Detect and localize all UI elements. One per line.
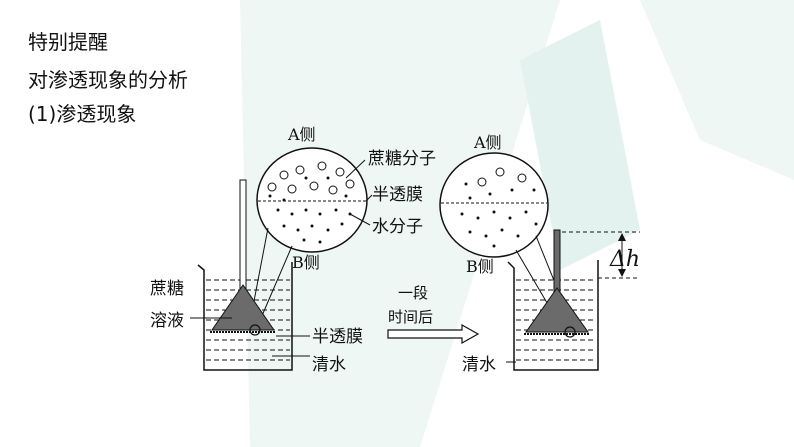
subtitle: 对渗透现象的分析 (28, 68, 188, 92)
water-molecule-label: 水分子 (372, 217, 423, 237)
arrow-icon (387, 323, 480, 345)
zoom-spot (564, 326, 576, 338)
left-water-label: 清水 (312, 355, 346, 375)
page-title: 特别提醒 (28, 30, 108, 54)
water-molecules (460, 182, 538, 248)
semipermeable-membrane-label: 半透膜 (372, 185, 423, 205)
funnel (211, 284, 275, 331)
funnel-tube-liquid (553, 229, 561, 293)
arrow-up-icon (618, 233, 626, 241)
zoom-spot (249, 324, 261, 336)
right-water-label: 清水 (462, 355, 496, 375)
right-b-side-label: B侧 (466, 257, 494, 276)
background-band (640, 0, 794, 180)
sugar-solution-label-2: 溶液 (150, 311, 184, 331)
background-band (520, 20, 640, 270)
delta-h-label: Δh (609, 247, 640, 272)
funnel-tube (239, 179, 247, 291)
left-membrane-label: 半透膜 (312, 327, 363, 347)
left-zoom-circle: A侧 B侧 蔗糖分子 半透膜 水分子 (249, 125, 436, 326)
right-a-side-label: A侧 (473, 133, 502, 152)
section-heading: (1)渗透现象 (28, 102, 137, 126)
sugar-molecules (477, 167, 527, 187)
background-band (240, 0, 560, 447)
left-beaker: 蔗糖 溶液 半透膜 清水 (150, 179, 363, 375)
zoom-line (257, 245, 293, 326)
arrow-label-line1: 一段 (398, 284, 428, 302)
time-arrow: 一段 时间后 (387, 284, 480, 345)
sugar-molecule-label: 蔗糖分子 (368, 149, 436, 169)
arrow-label-line2: 时间后 (388, 308, 433, 326)
callout-line (349, 213, 371, 226)
left-b-side-label: B侧 (292, 253, 320, 272)
water-molecules (268, 176, 352, 244)
funnel (525, 287, 589, 333)
sugar-solution-label-1: 蔗糖 (150, 279, 184, 299)
right-beaker: 清水 Δh (462, 229, 640, 375)
sugar-molecules (267, 161, 355, 195)
right-zoom-circle: A侧 B侧 (439, 133, 573, 326)
callout-line (345, 159, 366, 179)
arrow-down-icon (618, 269, 626, 277)
left-a-side-label: A侧 (287, 125, 316, 144)
callout-line (365, 194, 373, 202)
